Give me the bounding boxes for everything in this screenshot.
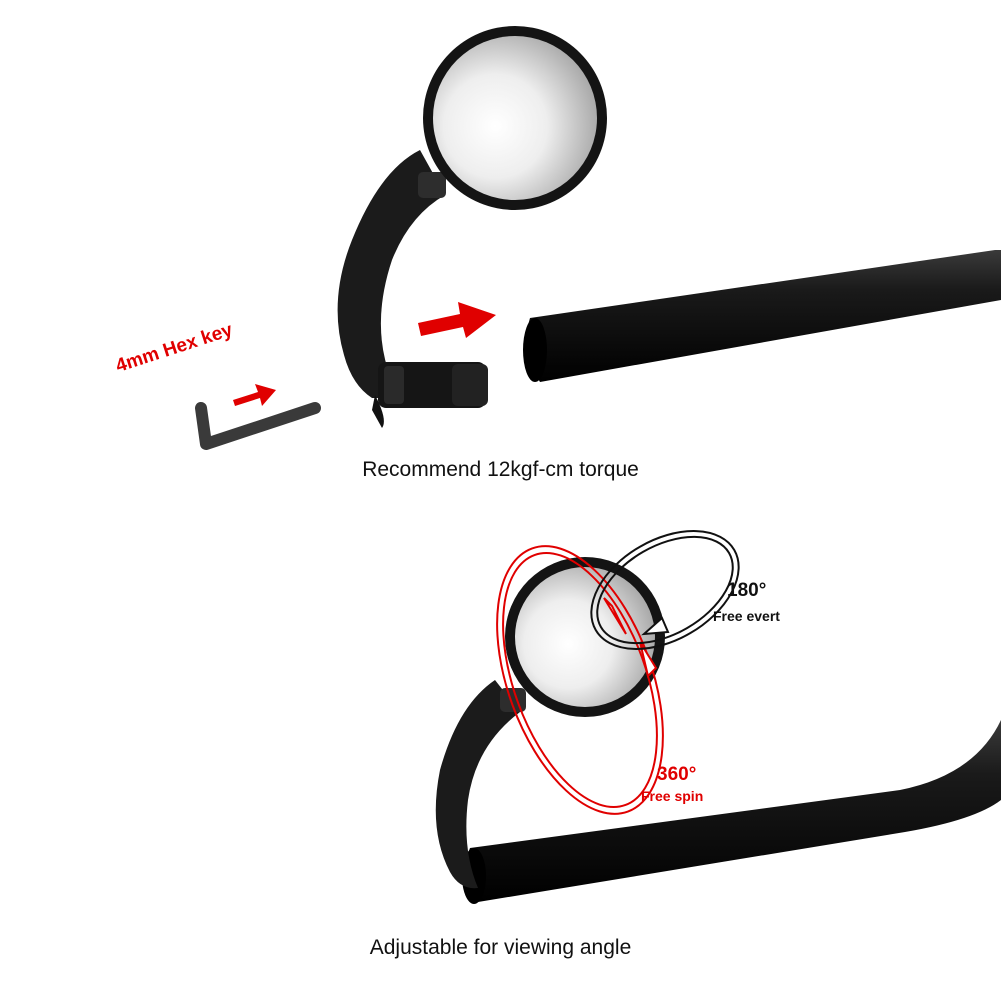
free-evert-label: Free evert <box>713 608 780 624</box>
viewing-angle-caption: Adjustable for viewing angle <box>369 936 632 959</box>
angle-180-label: 180° <box>727 580 767 601</box>
handlebar-bottom <box>462 720 1001 904</box>
angle-360-label: 360° <box>657 764 697 785</box>
torque-caption: Recommend 12kgf-cm torque <box>362 458 639 481</box>
spin-360-arrow-icon <box>496 545 664 815</box>
evert-180-arrow-icon <box>590 530 740 650</box>
arrow-large-icon <box>418 302 496 338</box>
mirror-head-top <box>423 26 607 210</box>
hex-key-icon <box>195 402 321 450</box>
handlebar-top <box>523 250 1001 382</box>
mirror-head-bottom <box>505 557 665 717</box>
arrow-small-icon <box>233 384 276 406</box>
free-spin-label: Free spin <box>641 788 704 804</box>
mirror-arm-top <box>337 150 488 428</box>
